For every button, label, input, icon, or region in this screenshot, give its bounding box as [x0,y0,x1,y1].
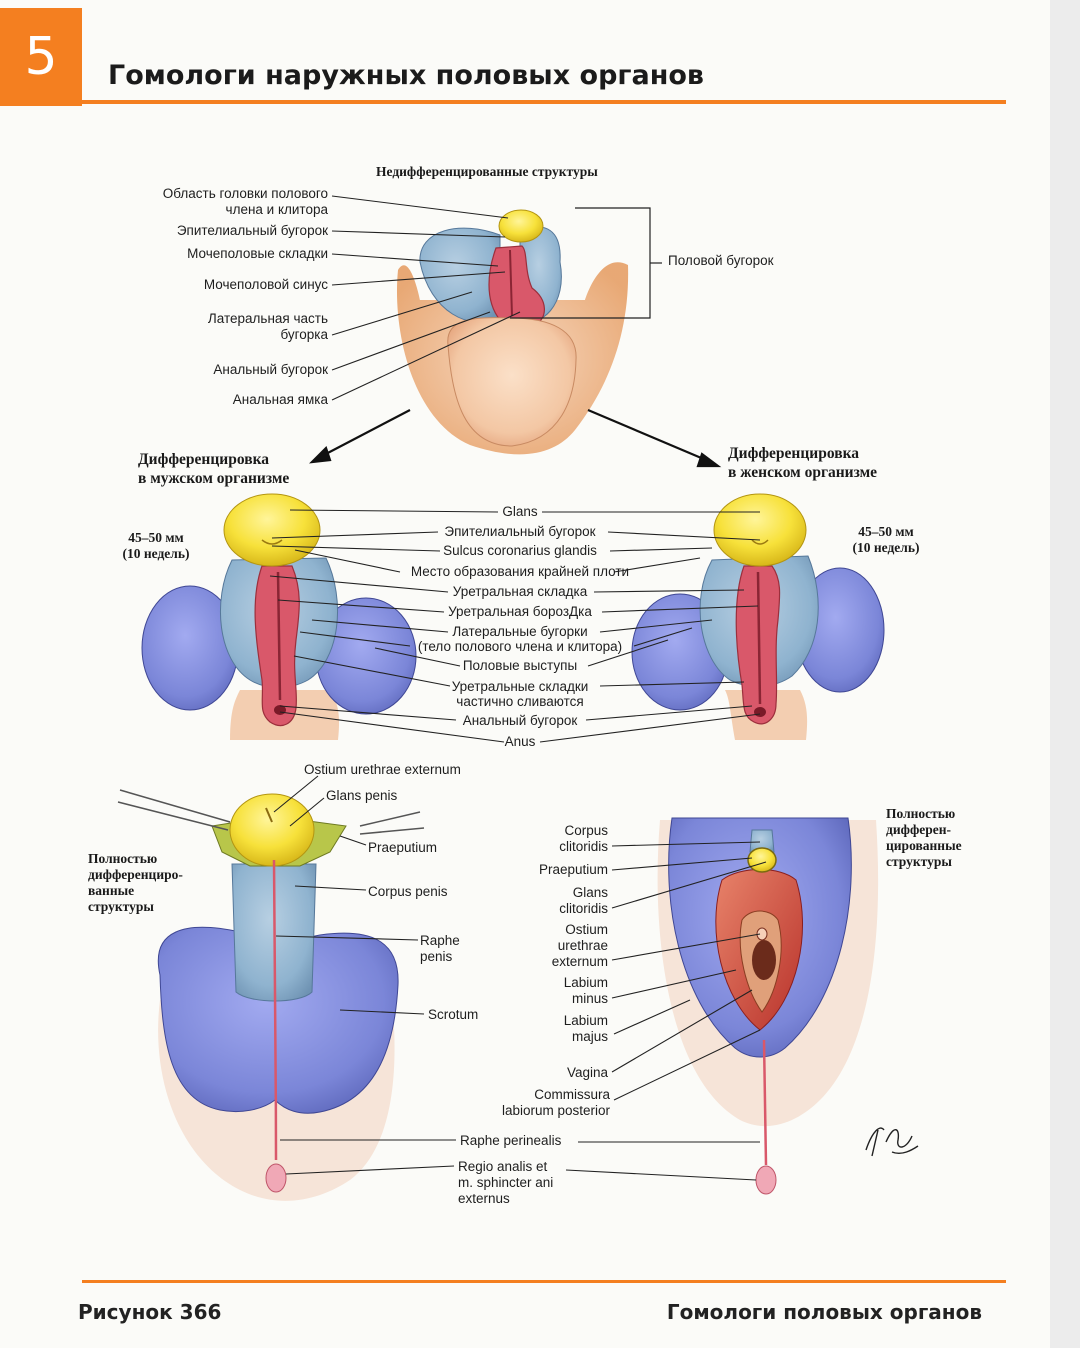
label-urethral-groove: Уретральная борозДка [448,604,592,619]
label-anus: Anus [504,734,536,749]
female-size-label: 45–50 мм (10 недель) [852,524,920,555]
footer-rule [82,1280,1006,1283]
label-raphe-perinealis: Raphe perinealis [460,1133,562,1148]
label-epithelial-tubercle-mid: Эпителиальный бугорок [444,524,596,539]
label-urethral-fold: Уретральная складка [452,584,588,599]
label-labium-minus: Labium minus [563,975,608,1006]
male-differentiation-heading: Дифференцировка в мужском организме [138,451,290,487]
male-full-heading: Полностью дифференциро- ванные структуры [88,851,183,914]
section-title: Гомологи половых органов [666,1300,982,1324]
female-differentiation-heading: Дифференцировка в женском организме [728,445,878,481]
undifferentiated-heading: Недифференцированные структуры [376,164,598,179]
label-labium-majus: Labium majus [563,1013,608,1044]
label-praeputium-female: Praeputium [538,862,608,877]
label-glans-penis: Glans penis [326,788,398,803]
label-scrotum: Scrotum [428,1007,479,1022]
label-urogenital-folds: Мочеполовые складки [187,246,328,261]
label-ostium-male: Ostium urethrae externum [304,762,461,777]
label-lateral-tubercles: Латеральные бугорки (тело полового члена… [417,624,623,654]
label-ostium-female: Ostium urethrae externum [551,922,608,969]
label-raphe-penis: Raphe penis [420,933,460,964]
label-urethral-folds-fuse: Уретральные складки частично сливаются [451,679,589,709]
label-anal-tubercle-mid: Анальный бугорок [462,713,578,728]
label-corpus-penis: Corpus penis [368,884,448,899]
label-lateral-part: Латеральная часть бугорка [207,311,328,342]
label-genital-tubercle: Половой бугорок [668,253,774,268]
page-title: Гомологи наружных половых органов [108,60,705,91]
male-size-label: 45–50 мм (10 недель) [122,530,190,561]
label-anal-pit: Анальная ямка [232,392,328,407]
label-glans-area: Область головки полового члена и клитора [162,186,328,217]
label-corpus-clitoridis: Corpus clitoridis [559,823,608,854]
label-genital-swellings: Половые выступы [462,658,578,673]
label-praeputium-male: Praeputium [368,840,438,855]
label-sulcus: Sulcus coronarius glandis [443,543,597,558]
anatomy-illustration [117,195,919,1201]
label-regio-analis: Regio analis et m. sphincter ani externu… [458,1159,554,1206]
label-glans-clitoridis: Glans clitoridis [559,885,608,916]
label-anal-tubercle-top: Анальный бугорок [213,362,328,377]
label-vagina: Vagina [566,1065,608,1080]
label-urogenital-sinus: Мочеполовой синус [203,277,328,292]
label-glans: Glans [502,504,538,519]
male-adult-figure [117,789,425,1201]
label-commissura: Commissura labiorum posterior [501,1087,610,1118]
female-full-heading: Полностью дифферен- цированные структуры [886,806,962,869]
label-epithelial-tubercle: Эпителиальный бугорок [176,223,328,238]
female-adult-figure [657,817,919,1195]
undifferentiated-figure [396,209,629,455]
label-foreskin-site: Место образования крайней плоти [410,564,630,579]
header-rule [82,100,1006,104]
page: 5 Гомологи наружных половых органов [0,0,1050,1348]
figure-label: Рисунок 366 [78,1300,222,1324]
chapter-number-badge: 5 [0,8,82,106]
